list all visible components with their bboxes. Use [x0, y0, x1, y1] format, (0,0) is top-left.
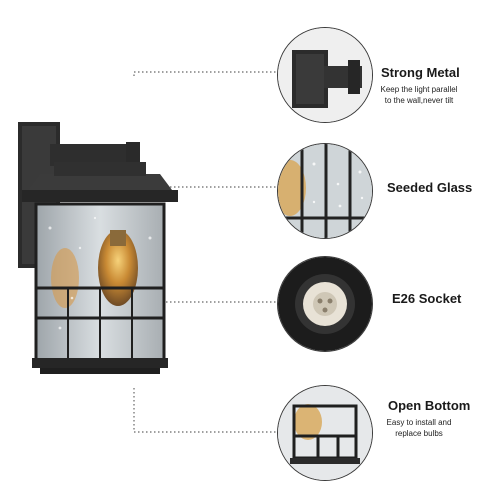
wall-lantern-image	[18, 122, 178, 374]
feature-title-e26-socket: E26 Socket	[392, 291, 462, 306]
feature-subtitle-strong-metal-line1: Keep the light parallel	[380, 85, 458, 94]
strong-metal-detail-image	[277, 27, 373, 123]
e26-socket-detail-image	[277, 256, 373, 352]
wall-bracket-icon	[278, 28, 372, 122]
connector-open-bottom	[133, 388, 276, 433]
feature-subtitle-strong-metal-line2: to the wall,never tilt	[384, 96, 454, 105]
feature-title-seeded-glass: Seeded Glass	[387, 180, 473, 195]
seeded-glass-icon	[278, 144, 372, 238]
open-bottom-icon	[278, 386, 372, 480]
feature-subtitle-open-bottom-line2: replace bulbs	[395, 429, 443, 438]
feature-subtitle-open-bottom-line1: Easy to install and	[386, 418, 452, 427]
open-bottom-detail-image	[277, 385, 373, 481]
connector-strong-metal	[133, 71, 276, 76]
feature-title-strong-metal: Strong Metal	[381, 65, 460, 80]
socket-icon	[278, 257, 372, 351]
feature-title-open-bottom: Open Bottom	[388, 398, 471, 413]
seeded-glass-detail-image	[277, 143, 373, 239]
